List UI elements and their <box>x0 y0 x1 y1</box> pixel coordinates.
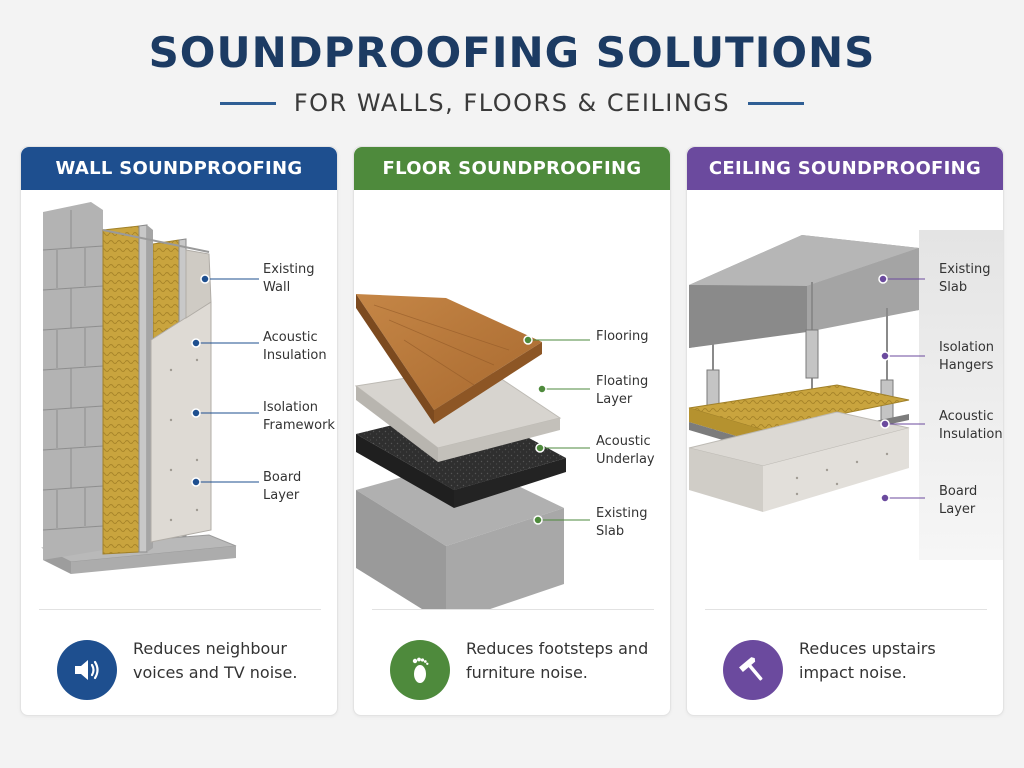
hammer-icon <box>723 640 783 700</box>
wall-benefit-text: Reduces neighbour voices and TV noise. <box>133 639 298 682</box>
ceiling-card-header: CEILING SOUNDPROOFING <box>687 147 1003 190</box>
floor-label-acoustic-underlay: Acoustic Underlay <box>596 434 655 467</box>
floor-benefit-text: Reduces footsteps and furniture noise. <box>466 639 649 682</box>
wall-label-existing-wall: Existing Wall <box>263 262 315 295</box>
wall-label-acoustic-insulation: Acoustic Insulation <box>263 330 327 363</box>
ceiling-card: CEILING SOUNDPROOFING <box>686 146 1004 716</box>
wall-label-isolation-framework: Isolation Framework <box>263 400 335 433</box>
wall-card-header: WALL SOUNDPROOFING <box>21 147 337 190</box>
ceiling-label-isolation-hangers: Isolation Hangers <box>939 340 995 373</box>
subtitle-rule-right <box>748 101 805 105</box>
subtitle-row: FOR WALLS, FLOORS & CEILINGS <box>0 86 1024 120</box>
ceiling-divider <box>705 609 987 610</box>
block-wall <box>42 210 104 531</box>
ceiling-label-existing-slab: Existing Slab <box>939 262 991 295</box>
floor-card-header: FLOOR SOUNDPROOFING <box>354 147 670 190</box>
wall-card: WALL SOUNDPROOFING <box>20 146 338 716</box>
wall-label-board-layer: Board Layer <box>263 470 302 503</box>
ceiling-label-board-layer: Board Layer <box>939 484 978 517</box>
speaker-icon <box>57 640 117 700</box>
floor-label-flooring: Flooring <box>596 329 649 344</box>
floor-card: FLOOR SOUNDPROOFING <box>353 146 671 716</box>
page-subtitle: FOR WALLS, FLOORS & CEILINGS <box>293 89 731 117</box>
subtitle-rule-left <box>219 101 276 105</box>
footprint-icon <box>390 640 450 700</box>
floor-label-existing-slab: Existing Slab <box>596 506 648 539</box>
wall-divider <box>39 609 321 610</box>
page-title: SOUNDPROOFING SOLUTIONS <box>148 28 876 77</box>
ceiling-label-acoustic-insulation: Acoustic Insulation <box>939 409 1003 442</box>
ceiling-benefit-text: Reduces upstairs impact noise. <box>799 639 936 682</box>
ceiling-illustration <box>688 230 1003 560</box>
floor-illustration <box>354 294 590 610</box>
wall-illustration <box>41 202 259 574</box>
floor-divider <box>372 609 654 610</box>
floor-label-floating-layer: Floating Layer <box>596 374 649 407</box>
